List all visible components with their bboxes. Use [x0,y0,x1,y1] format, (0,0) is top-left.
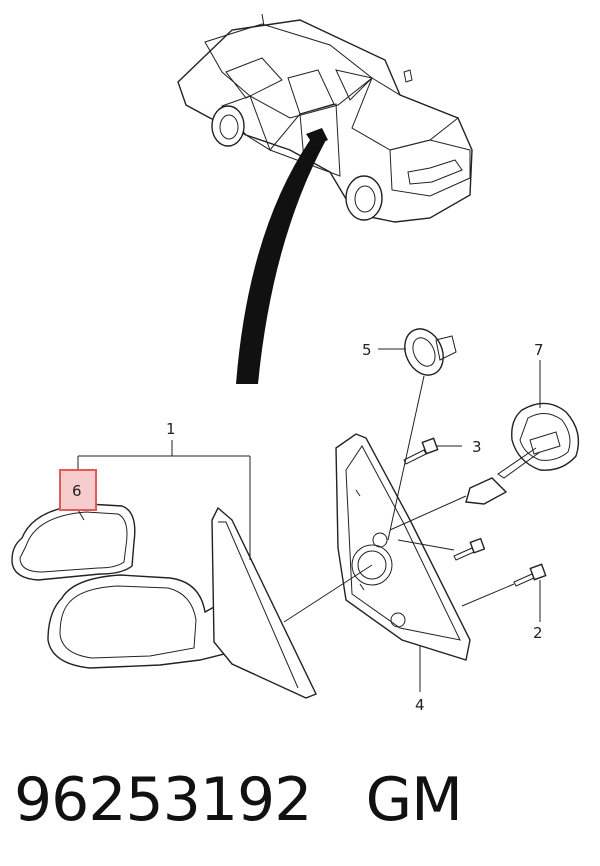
callout-6: 6 [72,482,82,500]
leader-lines [77,348,541,692]
callout-4: 4 [415,696,425,714]
exploded-parts-diagram: 1 2 3 4 5 7 6 [11,13,580,714]
motor-actuator [465,402,580,505]
callout-7: 7 [534,341,544,359]
callout-5: 5 [362,341,372,359]
highlight-box-6 [59,469,97,511]
part-number-caption: 96253192 GM [14,765,463,835]
callout-1: 1 [166,420,176,438]
grommet [404,328,457,376]
bolt-3 [403,437,439,465]
mirror-panel [335,433,471,661]
bolt-middle [453,537,486,561]
bolt-2 [513,563,547,587]
car-illustration [177,13,473,223]
pointer-arrow [236,140,326,384]
mirror-glass [11,503,136,581]
callout-2: 2 [533,624,543,642]
callout-3: 3 [472,438,482,456]
mirror-assembly [47,506,317,699]
